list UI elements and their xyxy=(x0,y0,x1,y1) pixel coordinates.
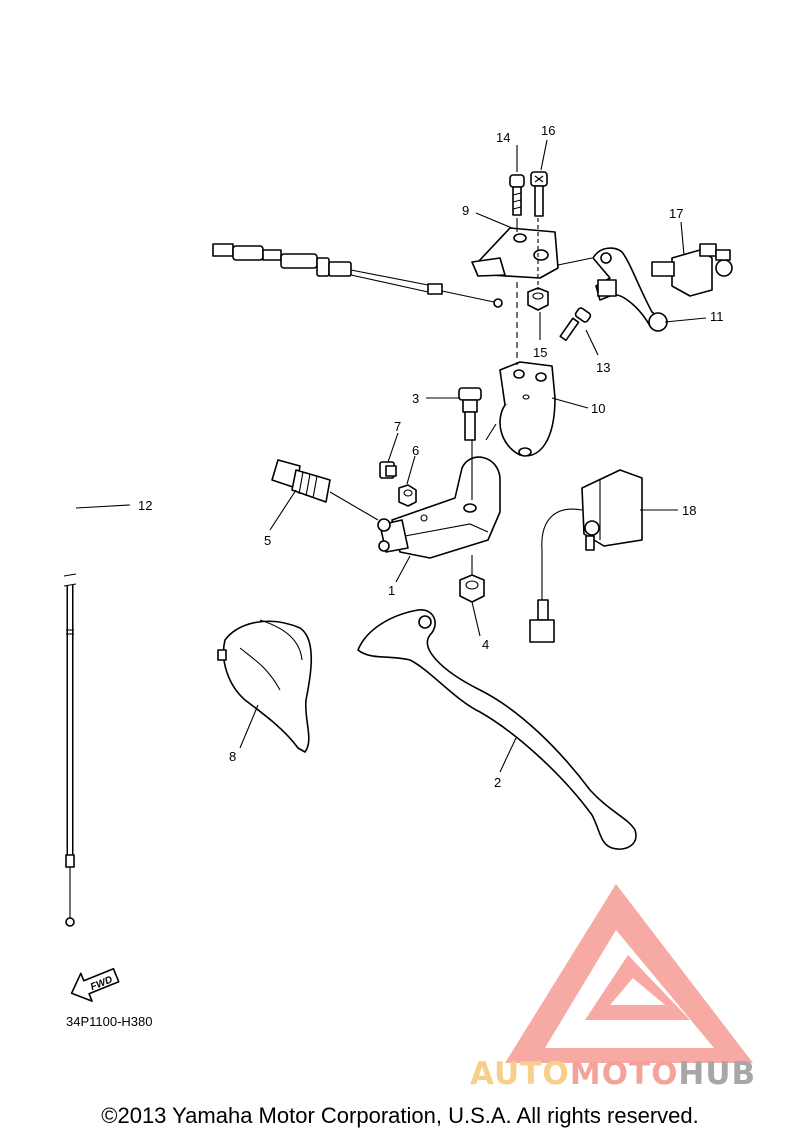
lever-bracket-1 xyxy=(377,456,501,559)
callout-13: 13 xyxy=(596,360,610,375)
callout-8: 8 xyxy=(229,749,236,764)
callout-1: 1 xyxy=(388,583,395,598)
watermark-auto: AUTO xyxy=(470,1056,570,1092)
callout-6: 6 xyxy=(412,443,419,458)
assembly-lines xyxy=(329,218,593,575)
hot-starter-lever-11 xyxy=(592,247,668,332)
screw-14 xyxy=(509,174,525,216)
callout-16: 16 xyxy=(541,123,555,138)
nut-6 xyxy=(398,484,417,507)
nut-15 xyxy=(527,287,549,311)
callout-17: 17 xyxy=(669,206,683,221)
screw-16 xyxy=(530,171,548,217)
nut-4 xyxy=(459,574,485,603)
callout-9: 9 xyxy=(462,203,469,218)
callout-12: 12 xyxy=(138,498,152,513)
callout-10: 10 xyxy=(591,401,605,416)
callout-15: 15 xyxy=(533,345,547,360)
clutch-cable xyxy=(63,243,503,927)
screw-7 xyxy=(379,461,397,479)
copyright: ©2013 Yamaha Motor Corporation, U.S.A. A… xyxy=(101,1103,699,1128)
adjuster-5 xyxy=(271,459,331,503)
lever-clamp-9 xyxy=(471,227,559,279)
callout-3: 3 xyxy=(412,391,419,406)
bolt-3 xyxy=(458,387,482,441)
clutch-lever-2 xyxy=(357,609,637,850)
callout-4: 4 xyxy=(482,637,489,652)
callout-2: 2 xyxy=(494,775,501,790)
diagram-code: 34P1100-H380 xyxy=(66,1014,153,1029)
callout-11: 11 xyxy=(710,309,724,324)
screw-13 xyxy=(559,307,592,342)
switch-18 xyxy=(529,469,643,643)
watermark-brand: AUTOMOTOHUB xyxy=(470,1056,756,1092)
lever-cover-8 xyxy=(217,619,313,753)
callout-18: 18 xyxy=(682,503,696,518)
callout-7: 7 xyxy=(394,419,401,434)
watermark-hub: HUB xyxy=(678,1056,757,1092)
callout-5: 5 xyxy=(264,533,271,548)
callouts: 1 2 3 4 5 6 7 8 9 10 11 12 13 14 15 16 1… xyxy=(138,123,724,790)
leader-lines xyxy=(75,139,707,773)
callout-14: 14 xyxy=(496,130,510,145)
watermark-logo xyxy=(505,884,753,1063)
lever-holder-10 xyxy=(499,361,556,457)
watermark-moto: MOTO xyxy=(569,1056,679,1092)
fwd-arrow-icon: FWD xyxy=(70,967,120,1002)
switch-17 xyxy=(651,243,733,297)
